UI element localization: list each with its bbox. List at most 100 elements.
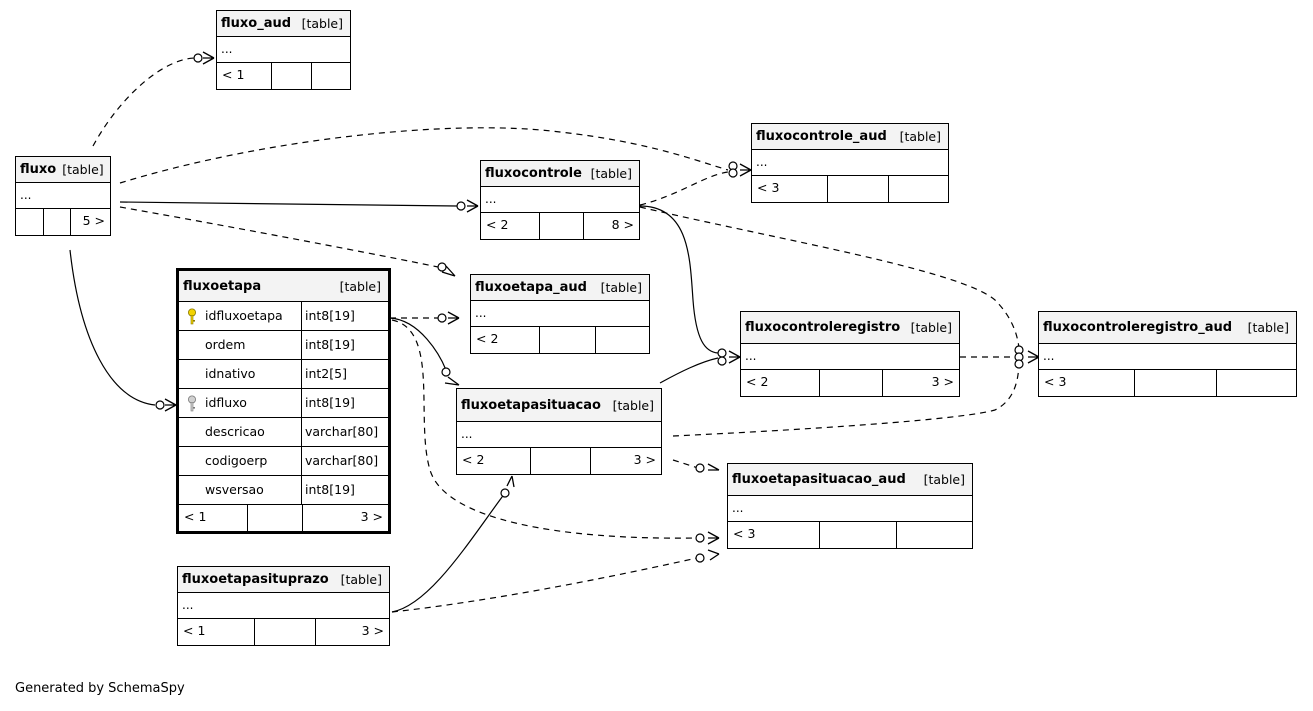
children-count[interactable] xyxy=(1216,370,1296,396)
edge-fluxo-fluxocontrole_aud xyxy=(119,127,729,184)
parents-count[interactable]: < 3 xyxy=(757,180,780,195)
parents-count[interactable] xyxy=(16,209,43,235)
table-header: fluxo [table] xyxy=(16,157,110,183)
table-header: fluxoetapasituacao_aud [table] xyxy=(728,464,972,496)
table-name: fluxoetapasituacao xyxy=(461,397,601,413)
table-name: fluxoetapa xyxy=(183,278,262,294)
table-fluxo_aud[interactable]: fluxo_aud [table] ... < 1 xyxy=(216,10,351,90)
edge-fluxocontrole-fluxocontroleregistro_aud xyxy=(639,206,1020,349)
children-count[interactable]: 8 > xyxy=(583,213,639,239)
table-columns-collapsed: ... xyxy=(481,187,639,213)
table-type: [table] xyxy=(1247,320,1289,335)
parents-count[interactable]: < 2 xyxy=(462,452,485,467)
column-type: varchar[80] xyxy=(305,424,379,439)
children-count[interactable]: 3 > xyxy=(882,370,959,396)
table-header: fluxocontroleregistro [table] xyxy=(741,312,959,344)
table-header: fluxo_aud [table] xyxy=(217,11,350,37)
children-count[interactable]: 5 > xyxy=(70,209,110,235)
table-footer: < 3 xyxy=(752,176,948,202)
column-type: int2[5] xyxy=(305,366,347,381)
crowfoot-end xyxy=(1027,350,1040,364)
column-type: int8[19] xyxy=(305,337,355,352)
cardinality-circle xyxy=(155,400,165,410)
column-count xyxy=(271,63,311,89)
table-fluxo[interactable]: fluxo [table] ... 5 > xyxy=(15,156,111,236)
table-type: [table] xyxy=(600,280,642,295)
table-header: fluxoetapasituprazo [table] xyxy=(178,567,389,593)
generated-by-credit: Generated by SchemaSpy xyxy=(15,681,185,696)
table-columns-collapsed: ... xyxy=(457,422,661,448)
children-count[interactable]: 3 > xyxy=(315,619,389,645)
column-row-wsversao[interactable]: wsversao int8[19] xyxy=(179,476,388,505)
parents-count[interactable]: < 3 xyxy=(733,526,756,541)
table-columns-collapsed: ... xyxy=(1039,344,1296,370)
table-name: fluxoetapasituacao_aud xyxy=(732,472,906,487)
children-count[interactable] xyxy=(595,327,649,353)
edge-fluxo-fluxoetapa xyxy=(69,249,156,406)
table-fluxoetapasituacao[interactable]: fluxoetapasituacao [table] ... < 2 3 > xyxy=(456,388,662,475)
column-name: idnativo xyxy=(205,366,256,381)
table-fluxocontrole_aud[interactable]: fluxocontrole_aud [table] ... < 3 xyxy=(751,123,949,203)
children-count[interactable] xyxy=(896,522,972,548)
table-fluxoetapasituprazo[interactable]: fluxoetapasituprazo [table] ... < 1 3 > xyxy=(177,566,390,646)
column-row-ordem[interactable]: ordem int8[19] xyxy=(179,331,388,360)
edge-fluxo-fluxo_aud xyxy=(92,57,195,147)
cardinality-circle xyxy=(1014,359,1024,369)
parents-count[interactable]: < 2 xyxy=(746,374,769,389)
table-fluxocontroleregistro_aud[interactable]: fluxocontroleregistro_aud [table] ... < … xyxy=(1038,311,1297,397)
cardinality-circle xyxy=(441,367,451,377)
column-row-idfluxoetapa[interactable]: idfluxoetapa int8[19] xyxy=(179,302,388,331)
table-header: fluxocontroleregistro_aud [table] xyxy=(1039,312,1296,344)
parents-count[interactable]: < 2 xyxy=(476,331,499,346)
table-footer: < 1 xyxy=(217,63,350,89)
edge-fluxoetapasituacao-fluxocontroleregistro_aud xyxy=(672,364,1020,437)
column-row-codigoerp[interactable]: codigoerp varchar[80] xyxy=(179,447,388,476)
cardinality-circle xyxy=(717,356,727,366)
parents-count[interactable]: < 1 xyxy=(183,623,206,638)
edge-fluxoetapasituacao-fluxoetapasituacao_aud xyxy=(672,459,699,469)
edge-fluxo-fluxocontrole xyxy=(119,201,458,207)
edge-fluxoetapasituacao-fluxocontroleregistro xyxy=(659,357,719,384)
table-fluxoetapasituacao_aud[interactable]: fluxoetapasituacao_aud [table] ... < 3 xyxy=(727,463,973,549)
table-header: fluxoetapasituacao [table] xyxy=(457,389,661,422)
column-row-idnativo[interactable]: idnativo int2[5] xyxy=(179,360,388,389)
table-footer: < 1 3 > xyxy=(179,505,388,531)
parents-count[interactable]: < 3 xyxy=(1044,374,1067,389)
column-type: int8[19] xyxy=(305,395,355,410)
children-count[interactable] xyxy=(888,176,948,202)
table-footer: < 2 3 > xyxy=(741,370,959,396)
column-count xyxy=(530,448,590,474)
crowfoot-end xyxy=(707,463,720,471)
table-columns-collapsed: ... xyxy=(178,593,389,619)
children-count[interactable]: 3 > xyxy=(302,505,388,531)
parents-count[interactable]: < 2 xyxy=(486,217,509,232)
column-row-descricao[interactable]: descricao varchar[80] xyxy=(179,418,388,447)
children-count[interactable]: 3 > xyxy=(590,448,661,474)
table-fluxoetapa[interactable]: fluxoetapa [table] idfluxoetapa int8[19]… xyxy=(176,268,391,534)
table-columns-collapsed: ... xyxy=(471,301,649,327)
cardinality-circle xyxy=(437,313,447,323)
column-row-idfluxo[interactable]: idfluxo int8[19] xyxy=(179,389,388,418)
edge-fluxo-fluxoetapa_aud xyxy=(119,206,439,268)
crowfoot-end xyxy=(441,265,456,277)
table-fluxoetapa_aud[interactable]: fluxoetapa_aud [table] ... < 2 xyxy=(470,274,650,354)
table-fluxocontroleregistro[interactable]: fluxocontroleregistro [table] ... < 2 3 … xyxy=(740,311,960,397)
parents-count[interactable]: < 1 xyxy=(184,509,207,524)
table-fluxocontrole[interactable]: fluxocontrole [table] ... < 2 8 > xyxy=(480,160,640,240)
table-name: fluxocontrole xyxy=(485,166,582,181)
column-count xyxy=(827,176,888,202)
table-name: fluxo_aud xyxy=(221,16,292,31)
cardinality-circle xyxy=(695,533,705,543)
column-count xyxy=(819,370,882,396)
column-count xyxy=(43,209,70,235)
table-footer: 5 > xyxy=(16,209,110,235)
crowfoot-end xyxy=(466,199,479,213)
parents-count[interactable]: < 1 xyxy=(222,67,245,82)
table-name: fluxoetapa_aud xyxy=(475,280,587,295)
table-type: [table] xyxy=(339,278,381,294)
children-count[interactable] xyxy=(311,63,350,89)
column-count xyxy=(254,619,315,645)
edge-fluxocontrole-fluxocontrole_aud xyxy=(639,171,729,206)
